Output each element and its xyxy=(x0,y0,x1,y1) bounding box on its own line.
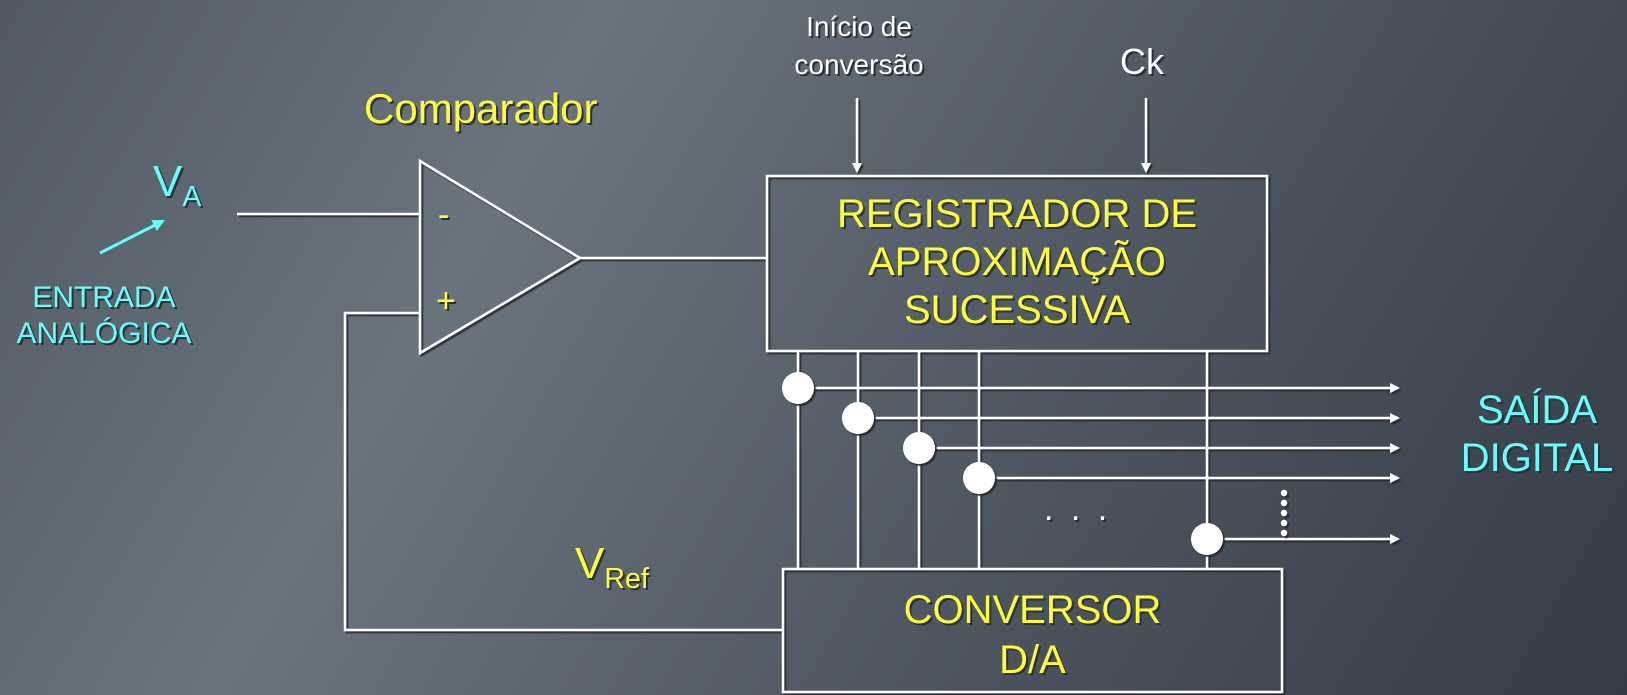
vref-main: V xyxy=(575,539,605,588)
analog-input-line1: ENTRADA xyxy=(32,281,176,314)
dac-label: CONVERSOR D/A xyxy=(783,585,1282,685)
start-conversion-label: Início de conversão xyxy=(776,8,942,84)
comparator-triangle xyxy=(418,158,583,356)
vertical-ellipsis-dot xyxy=(1280,519,1288,527)
sar-line1: REGISTRADOR DE xyxy=(836,192,1198,236)
junction-dot-n xyxy=(1191,523,1223,555)
junction-dot-4 xyxy=(963,462,995,494)
vertical-ellipsis-dot xyxy=(1280,509,1288,517)
analog-input-arrow xyxy=(99,219,165,255)
va-main: V xyxy=(153,157,183,206)
va-sub: A xyxy=(182,181,202,213)
horizontal-ellipsis: . . . xyxy=(1044,490,1112,528)
analog-input-line2: ANALÓGICA xyxy=(16,317,192,350)
sar-label: REGISTRADOR DE APROXIMAÇÃO SUCESSIVA xyxy=(767,190,1267,334)
dac-line2: D/A xyxy=(999,638,1066,682)
va-label: VA xyxy=(153,160,201,212)
vref-label: VRef xyxy=(575,542,649,594)
dac-line1: CONVERSOR xyxy=(903,588,1162,632)
start-conversion-line2: conversão xyxy=(794,49,924,80)
junction-dot-1 xyxy=(782,372,814,404)
digital-output-label: SAÍDA DIGITAL xyxy=(1452,386,1622,482)
comparator-plus-sign: + xyxy=(436,282,456,320)
comparator-minus-sign: - xyxy=(438,196,450,234)
sar-line3: SUCESSIVA xyxy=(904,288,1130,332)
vref-feedback-wire xyxy=(343,311,783,632)
junction-dot-3 xyxy=(903,432,935,464)
analog-input-label: ENTRADA ANALÓGICA xyxy=(0,280,208,352)
vertical-ellipsis-dot xyxy=(1280,489,1288,497)
junction-dot-2 xyxy=(842,402,874,434)
digital-output-line1: SAÍDA xyxy=(1476,388,1598,432)
vref-sub: Ref xyxy=(604,563,649,595)
sar-line2: APROXIMAÇÃO xyxy=(868,240,1166,284)
vertical-ellipsis-dot xyxy=(1280,499,1288,507)
digital-output-line2: DIGITAL xyxy=(1460,436,1614,480)
start-conversion-line1: Início de xyxy=(806,11,912,42)
clock-label: Ck xyxy=(1120,41,1164,82)
sar-block xyxy=(765,174,1269,353)
vertical-ellipsis-dot xyxy=(1280,529,1288,537)
comparator-label: Comparador xyxy=(364,85,598,132)
